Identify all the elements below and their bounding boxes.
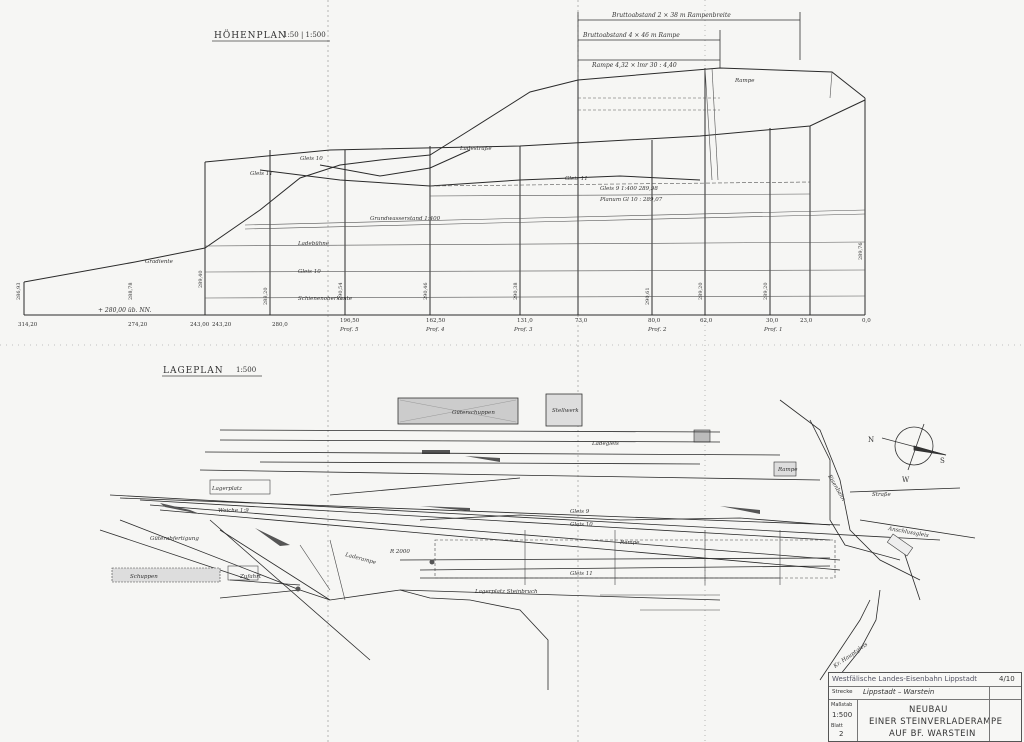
svg-text:290,46: 290,46 <box>423 283 429 301</box>
svg-text:290,54: 290,54 <box>338 283 344 301</box>
svg-text:Prof. 5: Prof. 5 <box>339 327 359 333</box>
svg-text:243,00: 243,00 <box>190 322 210 328</box>
project-subject-1: EINER STEINVERLADERAMPE <box>869 717 1003 727</box>
project-subject-2: AUF BF. WARSTEIN <box>889 729 976 739</box>
svg-text:162,50: 162,50 <box>426 318 446 324</box>
compass-w: W <box>902 476 910 484</box>
svg-text:Zufahrt: Zufahrt <box>239 574 262 580</box>
railway-name: Westfälische Landes-Eisenbahn Lippstadt <box>832 675 978 683</box>
svg-text:Kr. Hauptgleis: Kr. Hauptgleis <box>832 642 869 671</box>
route-value: Lippstadt – Warstein <box>863 688 935 696</box>
svg-text:Lagerplatz: Lagerplatz <box>211 486 242 492</box>
svg-text:290,38: 290,38 <box>513 283 519 301</box>
hp-note-gleis10b: Gleis 10 <box>298 269 321 275</box>
svg-text:Stellwerk: Stellwerk <box>552 408 579 414</box>
svg-text:Ladegleis: Ladegleis <box>591 441 619 447</box>
hp-note-ladestrasse: Ladestraße <box>459 146 492 152</box>
svg-text:0,0: 0,0 <box>862 318 871 324</box>
title-block: Westfälische Landes-Eisenbahn Lippstadt … <box>828 672 1022 742</box>
svg-text:Straße: Straße <box>872 492 892 498</box>
hp-note-planum: Planum Gl 10 : 289,07 <box>599 197 663 203</box>
lageplan-section: LAGEPLAN 1:500 <box>99 366 976 690</box>
stellwerk-building <box>545 393 583 427</box>
hp-note-gleis10: Gleis 10 <box>300 156 323 162</box>
svg-text:30,0: 30,0 <box>766 318 779 324</box>
profile-labels: Prof. 5 Prof. 4 Prof. 3 Prof. 2 Prof. 1 <box>339 327 782 333</box>
svg-text:Prof. 4: Prof. 4 <box>425 327 445 333</box>
hp-note-rampe: Rampe <box>734 78 755 84</box>
svg-text:280,0: 280,0 <box>272 322 288 328</box>
svg-text:Eisenbahn: Eisenbahn <box>826 473 847 503</box>
hp-note-gleis11: Gleis 11 <box>250 171 273 177</box>
svg-text:196,50: 196,50 <box>340 318 360 324</box>
dim-text-3: Rampe 4,32 × lmr 30 : 4,40 <box>591 62 677 69</box>
hp-note-grundwasser: Grundwasserstand 1:400 <box>370 216 441 222</box>
svg-text:314,20: 314,20 <box>18 322 38 328</box>
svg-text:Rampe: Rampe <box>777 467 798 473</box>
svg-text:290,61: 290,61 <box>645 288 651 306</box>
drawing-number: 4/10 <box>999 675 1015 683</box>
svg-text:Laderampe: Laderampe <box>344 552 378 566</box>
svg-text:Prof. 1: Prof. 1 <box>763 327 782 333</box>
hp-note-gleis11b: Gleis 11 <box>565 176 588 182</box>
svg-text:Gleis 11: Gleis 11 <box>570 571 593 577</box>
hp-note-gleis9: Gleis 9 1:400 289,98 <box>600 186 658 192</box>
svg-text:Schuppen: Schuppen <box>130 574 158 580</box>
svg-text:288,20: 288,20 <box>263 288 269 306</box>
hp-base-label: + 280,00 üb. NN. <box>98 307 151 314</box>
svg-text:R 2000: R 2000 <box>389 549 410 555</box>
svg-text:288,78: 288,78 <box>128 283 134 301</box>
hoehenplan-title: HÖHENPLAN <box>214 29 287 41</box>
svg-text:289,40: 289,40 <box>198 271 204 289</box>
svg-text:Gleis 9: Gleis 9 <box>570 509 590 515</box>
route-label: Strecke <box>832 689 853 695</box>
profile-lines <box>23 67 866 316</box>
hp-note-sok: Schienenoberkante <box>298 296 353 302</box>
svg-text:289,76: 289,76 <box>858 243 864 261</box>
hoehenplan-section: HÖHENPLAN 1:50 | 1:500 Bruttoabstand 2 ×… <box>16 12 871 333</box>
svg-text:274,20: 274,20 <box>128 322 148 328</box>
svg-text:243,20: 243,20 <box>212 322 232 328</box>
hp-note-ladebuehne: Ladebühne <box>297 241 330 247</box>
scale-value: 1:500 <box>832 711 853 719</box>
sheet-label: Blatt <box>831 723 843 729</box>
svg-text:80,0: 80,0 <box>648 318 661 324</box>
compass-rose-icon <box>881 423 947 471</box>
compass-s: S <box>940 457 945 465</box>
dim-text-1: Bruttoabstand 2 × 38 m Rampenbreite <box>611 12 731 19</box>
svg-text:Rampe: Rampe <box>619 540 640 546</box>
compass-n: N <box>868 436 874 444</box>
svg-text:Gleis 10: Gleis 10 <box>570 522 593 528</box>
height-labels: 286,93 288,78 289,40 288,20 290,54 290,4… <box>16 243 864 306</box>
svg-text:286,93: 286,93 <box>16 283 22 301</box>
chainage-labels: 314,20 274,20 243,00 243,20 280,0 196,50… <box>18 318 871 328</box>
svg-text:289,20: 289,20 <box>698 283 704 301</box>
project-name: NEUBAU <box>909 705 948 715</box>
svg-text:62,0: 62,0 <box>700 318 713 324</box>
lageplan-title: LAGEPLAN <box>163 366 224 376</box>
svg-text:289,20: 289,20 <box>763 283 769 301</box>
svg-text:Weiche 1:9: Weiche 1:9 <box>218 508 249 514</box>
lageplan-scale: 1:500 <box>236 366 256 374</box>
svg-text:Lagerplatz Steinbruch: Lagerplatz Steinbruch <box>474 589 538 595</box>
svg-text:Güterabfertigung: Güterabfertigung <box>150 536 199 542</box>
dim-text-2: Bruttoabstand 4 × 46 m Rampe <box>582 32 680 39</box>
svg-text:131,0: 131,0 <box>517 318 533 324</box>
scale-label: Maßstab <box>831 702 853 708</box>
svg-text:23,0: 23,0 <box>800 318 813 324</box>
track-lines <box>99 399 976 690</box>
hp-note-gradiente: Gradiente <box>145 259 174 265</box>
svg-text:73,0: 73,0 <box>575 318 588 324</box>
sheet-value: 2 <box>839 730 844 738</box>
svg-text:Prof. 3: Prof. 3 <box>513 327 533 333</box>
hoehenplan-scale: 1:50 | 1:500 <box>283 31 326 39</box>
svg-text:Prof. 2: Prof. 2 <box>647 327 667 333</box>
svg-text:Güterschuppen: Güterschuppen <box>452 410 495 416</box>
